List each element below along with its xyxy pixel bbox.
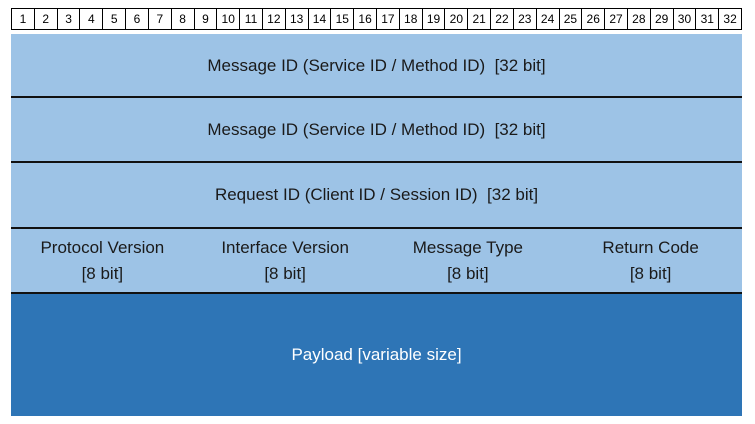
header-fields-row: Protocol Version [8 bit] Interface Versi… bbox=[11, 229, 742, 292]
field-name: Interface Version bbox=[221, 237, 349, 257]
request-id-label: Request ID (Client ID / Session ID) [32 … bbox=[214, 185, 539, 204]
bit-cell: 14 bbox=[309, 9, 332, 29]
bit-cell: 7 bbox=[149, 9, 172, 29]
bit-cell: 16 bbox=[354, 9, 377, 29]
bit-cell: 9 bbox=[195, 9, 218, 29]
bit-cell: 20 bbox=[445, 9, 469, 29]
payload-block: Payload [variable size] bbox=[11, 294, 742, 416]
field-size: [8 bit] bbox=[81, 263, 124, 283]
bit-cell: 31 bbox=[696, 9, 720, 29]
bit-cell: 4 bbox=[80, 9, 104, 29]
field-name: Message Type bbox=[412, 237, 523, 257]
message-id-label-2: Message ID (Service ID / Method ID) [32 … bbox=[207, 119, 546, 139]
row-divider bbox=[11, 292, 742, 294]
bit-cell: 2 bbox=[35, 9, 58, 29]
bit-cell: 8 bbox=[172, 9, 195, 29]
bit-cell: 28 bbox=[628, 9, 651, 29]
bit-cell: 23 bbox=[514, 9, 537, 29]
bit-cell: 12 bbox=[263, 9, 286, 29]
bit-cell: 25 bbox=[560, 9, 583, 29]
bit-cell: 3 bbox=[58, 9, 81, 29]
field-size: [8 bit] bbox=[447, 263, 489, 283]
row-divider bbox=[11, 96, 742, 98]
payload-label: Payload [variable size] bbox=[291, 345, 462, 364]
bit-cell: 17 bbox=[377, 9, 400, 29]
message-id-label-1: Message ID (Service ID / Method ID) [32 … bbox=[207, 55, 546, 75]
bit-cell: 29 bbox=[651, 9, 674, 29]
row-divider bbox=[11, 161, 742, 163]
field-size: [8 bit] bbox=[629, 263, 672, 283]
message-id-row-2: Message ID (Service ID / Method ID) [32 … bbox=[11, 98, 742, 161]
bit-cell: 13 bbox=[286, 9, 309, 29]
bit-cell: 27 bbox=[605, 9, 628, 29]
message-type-field: Message Type [8 bit] bbox=[377, 229, 560, 292]
row-divider bbox=[11, 227, 742, 229]
bit-cell: 21 bbox=[468, 9, 492, 29]
bit-cell: 26 bbox=[582, 9, 606, 29]
bit-cell: 22 bbox=[491, 9, 514, 29]
bit-cell: 6 bbox=[126, 9, 149, 29]
bit-cell: 18 bbox=[400, 9, 423, 29]
bit-cell: 15 bbox=[331, 9, 355, 29]
bit-cell: 10 bbox=[217, 9, 241, 29]
bit-cell: 11 bbox=[240, 9, 263, 29]
bit-cell: 1 bbox=[12, 9, 35, 29]
bit-cell: 32 bbox=[723, 12, 737, 26]
bit-cell: 19 bbox=[423, 9, 446, 29]
bit-cell: 30 bbox=[674, 9, 697, 29]
message-id-row-1: Message ID (Service ID / Method ID) [32 … bbox=[11, 34, 742, 97]
bit-ruler: 1 2 3 4 5 6 7 8 9 10 11 12 13 14 15 16 1… bbox=[11, 8, 742, 30]
interface-version-field: Interface Version [8 bit] bbox=[194, 229, 377, 292]
bit-cell: 24 bbox=[537, 9, 560, 29]
field-size: [8 bit] bbox=[264, 263, 306, 283]
field-name: Return Code bbox=[602, 237, 699, 257]
request-id-row: Request ID (Client ID / Session ID) [32 … bbox=[11, 163, 742, 227]
bit-cell: 5 bbox=[103, 9, 127, 29]
protocol-version-field: Protocol Version [8 bit] bbox=[11, 229, 194, 292]
return-code-field: Return Code [8 bit] bbox=[559, 229, 742, 292]
field-name: Protocol Version bbox=[40, 237, 165, 257]
